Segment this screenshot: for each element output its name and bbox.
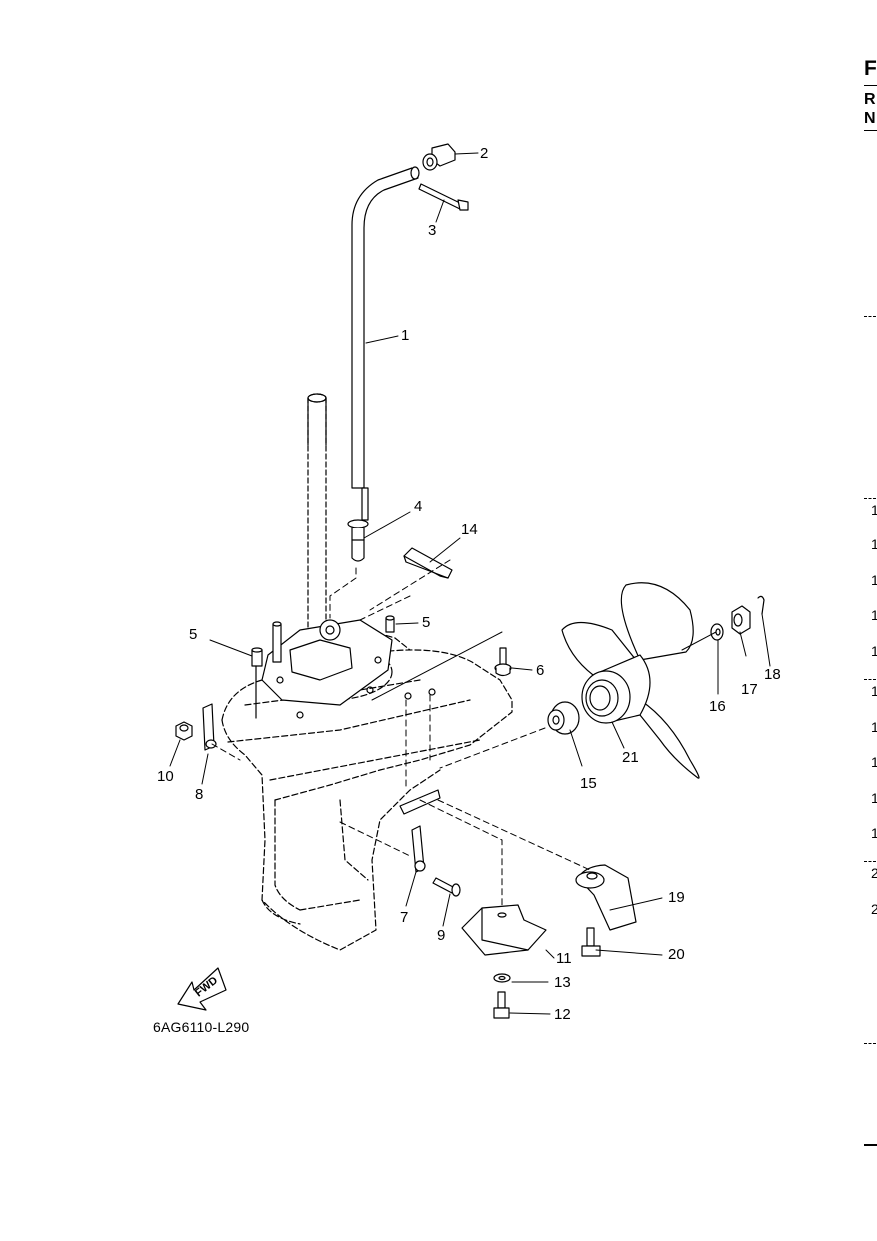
edge-row-number: 1 xyxy=(871,790,877,806)
studs xyxy=(272,621,282,663)
leader-lines xyxy=(169,152,771,1015)
nut-part-17 xyxy=(731,605,751,635)
drive-shaft xyxy=(307,393,327,631)
washer-part-16 xyxy=(710,623,724,641)
part-label-14: 14 xyxy=(461,521,478,538)
bolt-part-6 xyxy=(494,647,512,677)
washer-part-13 xyxy=(493,973,511,983)
part-label-6: 6 xyxy=(536,662,545,679)
edge-header-char-1: F xyxy=(864,57,877,80)
edge-row-number: 1 xyxy=(871,683,877,699)
part-label-5-right: 5 xyxy=(422,614,431,631)
edge-row-number: 1 xyxy=(871,607,877,623)
edge-dash-3 xyxy=(864,679,876,680)
edge-row-number: 1 xyxy=(871,536,877,552)
part-label-19: 19 xyxy=(668,889,685,906)
part-label-9: 9 xyxy=(437,927,446,944)
plate-part-8 xyxy=(202,703,217,751)
anode-part-11 xyxy=(461,904,547,956)
edge-row-number: 1 xyxy=(871,754,877,770)
edge-row-number: 1 xyxy=(871,719,877,735)
part-label-17: 17 xyxy=(741,681,758,698)
part-label-5-left: 5 xyxy=(189,626,198,643)
edge-row-number: 1 xyxy=(871,825,877,841)
part-label-21: 21 xyxy=(622,749,639,766)
part-label-7: 7 xyxy=(400,909,409,926)
part-label-4: 4 xyxy=(414,498,423,515)
edge-dash-4 xyxy=(864,861,876,862)
edge-row-number: 1 xyxy=(871,572,877,588)
propeller-part-21 xyxy=(561,582,700,779)
part-label-16: 16 xyxy=(709,698,726,715)
part-label-2: 2 xyxy=(480,145,489,162)
water-tube-part xyxy=(351,166,420,489)
part-label-15: 15 xyxy=(580,775,597,792)
diagram-code: 6AG6110-L290 xyxy=(153,1019,250,1035)
fwd-arrow-icon xyxy=(177,967,227,1011)
edge-dash-2 xyxy=(864,498,876,499)
tie-strap-part xyxy=(418,183,469,211)
part-label-3: 3 xyxy=(428,222,437,239)
bolt-part-20 xyxy=(581,927,601,957)
bracket-part-7 xyxy=(411,825,426,873)
part-label-13: 13 xyxy=(554,974,571,991)
part-label-8: 8 xyxy=(195,786,204,803)
spacer-part-15 xyxy=(547,701,580,735)
edge-row-number: 2 xyxy=(871,901,877,917)
trim-tab-part-19 xyxy=(575,864,637,931)
edge-dash-1 xyxy=(864,316,876,317)
cotter-pin-part-18 xyxy=(757,595,765,615)
part-label-10: 10 xyxy=(157,768,174,785)
edge-row-number: 1 xyxy=(871,643,877,659)
edge-rule-3 xyxy=(864,1144,877,1146)
part-label-1: 1 xyxy=(401,327,410,344)
edge-header-char-3: N xyxy=(864,110,876,127)
part-label-20: 20 xyxy=(668,946,685,963)
grommet-part xyxy=(422,143,456,171)
edge-rule-2 xyxy=(864,130,877,131)
part-label-11: 11 xyxy=(556,950,572,967)
bolt-part-12 xyxy=(493,991,510,1019)
pump-housing xyxy=(261,619,436,719)
screw-part-9 xyxy=(432,877,461,897)
edge-header-char-2: R xyxy=(864,91,876,108)
seal-rubber-part xyxy=(403,547,453,579)
edge-row-number: 2 xyxy=(871,865,877,881)
part-label-12: 12 xyxy=(554,1006,571,1023)
drive-shaft-top xyxy=(307,397,327,446)
edge-dash-5 xyxy=(864,1043,876,1044)
edge-row-number: 1 xyxy=(871,502,877,518)
dowel-pin-part xyxy=(251,615,395,719)
nut-part-10 xyxy=(175,721,193,741)
propeller-shaft xyxy=(399,789,441,815)
edge-rule-1 xyxy=(864,85,877,86)
tube-joint-part xyxy=(347,487,369,562)
part-label-18: 18 xyxy=(764,666,781,683)
drive-shaft-cap xyxy=(307,393,327,403)
